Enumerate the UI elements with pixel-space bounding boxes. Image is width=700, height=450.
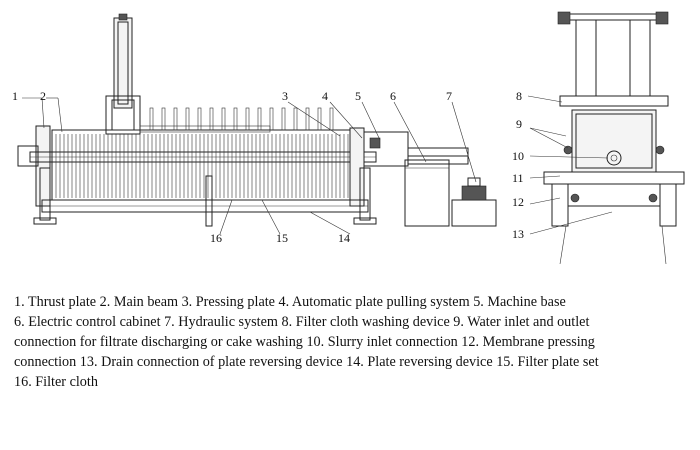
callout-1: 1 (12, 89, 18, 103)
callout-7: 7 (446, 89, 452, 103)
caption-line: 16. Filter cloth (14, 374, 98, 390)
caption-line: connection for filtrate discharging or c… (14, 334, 595, 350)
callout-4: 4 (322, 89, 328, 103)
leader-lines (22, 95, 613, 235)
electric-control-cabinet (404, 159, 450, 227)
caption-line: 6. Electric control cabinet 7. Hydraulic… (14, 314, 590, 330)
caption-line: connection 13. Drain connection of plate… (14, 354, 599, 370)
callout-15: 15 (276, 231, 288, 245)
callout-6: 6 (390, 89, 396, 103)
callout-numbers: 1 2 3 4 5 6 7 8 9 10 11 12 13 14 15 16 (12, 89, 524, 245)
caption-line: 1. Thrust plate 2. Main beam 3. Pressing… (14, 294, 566, 310)
filter-cloth-washing-device (559, 95, 669, 107)
figure-caption: 1. Thrust plate 2. Main beam 3. Pressing… (14, 292, 690, 392)
callout-13: 13 (512, 227, 524, 241)
pressing-plate (349, 127, 365, 207)
callout-10: 10 (512, 149, 524, 163)
callout-11: 11 (512, 171, 524, 185)
hydraulic-system (451, 177, 497, 227)
end-view (543, 11, 685, 265)
filter-press-diagram: 1 2 3 4 5 6 7 8 9 10 11 12 13 14 15 16 (12, 11, 685, 265)
callout-12: 12 (512, 195, 524, 209)
callout-3: 3 (282, 89, 288, 103)
callout-9: 9 (516, 117, 522, 131)
callout-14: 14 (338, 231, 350, 245)
callout-2: 2 (40, 89, 46, 103)
callout-5: 5 (355, 89, 361, 103)
callout-8: 8 (516, 89, 522, 103)
filter-plate-set (51, 129, 353, 201)
side-view (17, 13, 469, 227)
callout-16: 16 (210, 231, 222, 245)
